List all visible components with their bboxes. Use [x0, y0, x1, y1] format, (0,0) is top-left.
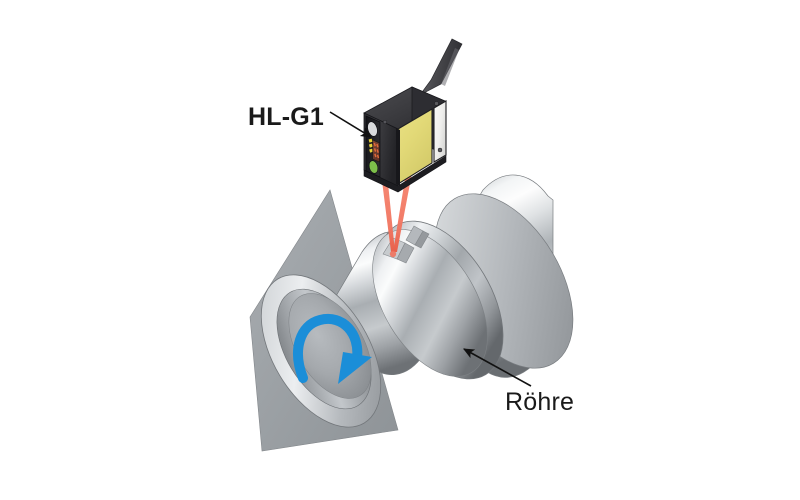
leader-line-roehre [463, 348, 532, 387]
laser-measurement-spot [389, 250, 397, 258]
sensor-cable [419, 38, 463, 96]
rotating-tube-assembly [249, 174, 574, 452]
tube-shoulder-ellipse-inner [372, 229, 488, 377]
sensor-screw-top [434, 101, 439, 106]
laser-beam-pair [381, 173, 412, 258]
sensor-screw-left [382, 119, 388, 125]
label-roehre: Röhre [505, 388, 575, 416]
sensor-screw-bottom [437, 147, 443, 153]
sensor-lens-window [433, 100, 447, 163]
laser-beam-right [393, 173, 412, 252]
sensor-led-2 [368, 143, 373, 148]
sensor-cable-highlight [441, 48, 459, 86]
laser-beam-left [381, 173, 395, 252]
sensor-panel-lower-oval [368, 160, 379, 174]
sensor-bottom-edge [363, 155, 447, 193]
sensor-face-divider [396, 128, 400, 186]
rotation-direction-arrow [293, 313, 372, 384]
sensor-led-1 [368, 138, 373, 143]
label-hl-g1: HL-G1 [248, 103, 324, 131]
hl-g1-laser-sensor [363, 38, 463, 193]
leader-line-hlg1 [329, 111, 372, 138]
sensor-led-3 [369, 148, 374, 153]
sensor-display-digits [373, 142, 380, 159]
